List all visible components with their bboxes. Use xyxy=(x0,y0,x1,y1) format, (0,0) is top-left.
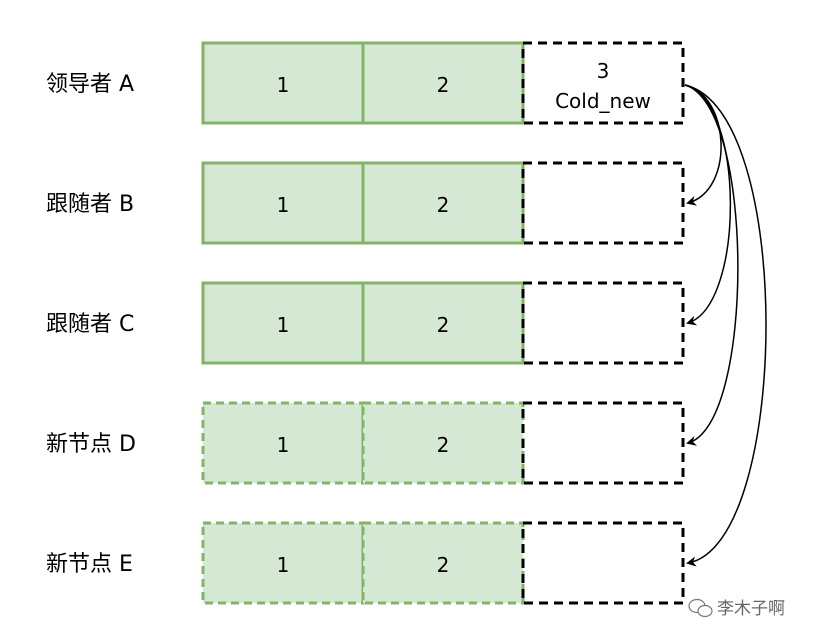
log-entry-1-label: 1 xyxy=(277,313,290,337)
log-entry-1 xyxy=(201,41,365,125)
log-entry-1 xyxy=(201,521,365,605)
empty-log-slot xyxy=(521,281,685,365)
log-entry-2-label: 2 xyxy=(437,73,450,97)
log-entry-2-label: 2 xyxy=(437,553,450,577)
row-new-node-d: 新节点 D 1 2 xyxy=(46,401,685,485)
log-entry-2-label: 2 xyxy=(437,193,450,217)
empty-log-slot xyxy=(521,521,685,605)
pending-entry-config: Cold_new xyxy=(555,89,651,113)
log-entry-2-label: 2 xyxy=(437,313,450,337)
wechat-icon xyxy=(688,598,713,618)
log-entry-2 xyxy=(361,281,525,365)
arrow-to-b xyxy=(684,84,722,206)
row-follower-c: 跟随者 C 1 2 xyxy=(46,281,685,365)
watermark-text: 李木子啊 xyxy=(717,599,785,619)
pending-entry-index: 3 xyxy=(597,59,610,83)
row-new-node-e: 新节点 E 1 2 xyxy=(46,521,685,605)
empty-log-slot xyxy=(521,401,685,485)
log-entry-2 xyxy=(361,41,525,125)
row-label: 领导者 A xyxy=(46,72,134,97)
arrow-to-e xyxy=(684,84,767,567)
log-entry-1-label: 1 xyxy=(277,193,290,217)
arrow-to-c xyxy=(684,84,732,326)
row-follower-b: 跟随者 B 1 2 xyxy=(46,161,685,245)
arrow-to-d xyxy=(684,84,739,446)
empty-log-slot xyxy=(521,161,685,245)
replication-arrows xyxy=(684,84,767,567)
row-label: 跟随者 B xyxy=(46,192,134,217)
log-entry-2 xyxy=(361,401,525,485)
watermark: 李木子啊 xyxy=(688,598,785,619)
row-label: 跟随者 C xyxy=(46,312,134,337)
row-label: 新节点 D xyxy=(46,432,136,457)
row-label: 新节点 E xyxy=(46,552,133,577)
log-entry-1 xyxy=(201,281,365,365)
log-entry-1-label: 1 xyxy=(277,433,290,457)
log-entry-2-label: 2 xyxy=(437,433,450,457)
log-entry-1-label: 1 xyxy=(277,73,290,97)
log-entry-2 xyxy=(361,161,525,245)
pending-log-entry xyxy=(521,41,685,125)
row-leader-a: 领导者 A 1 2 3 Cold_new xyxy=(46,41,685,125)
log-entry-1-label: 1 xyxy=(277,553,290,577)
log-entry-2 xyxy=(361,521,525,605)
